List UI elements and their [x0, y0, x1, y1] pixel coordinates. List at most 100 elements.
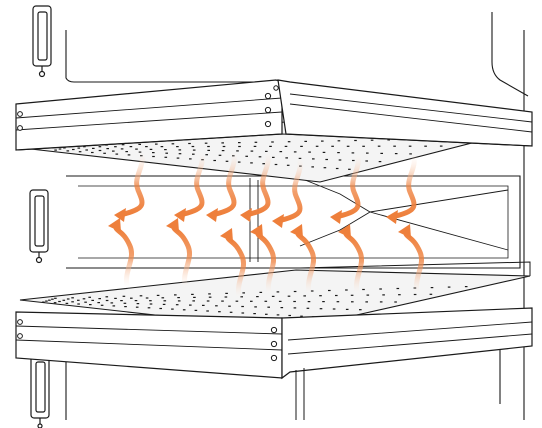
- shelf-perforation: [161, 146, 164, 147]
- shelf-perforation: [260, 292, 263, 293]
- shelf-perforation: [303, 295, 306, 296]
- shelf-perforation: [242, 312, 245, 313]
- shelf-perforation: [397, 288, 400, 289]
- shelf-perforation: [324, 167, 327, 168]
- shelf-perforation: [304, 141, 307, 142]
- shelf-perforation: [150, 149, 153, 150]
- shelf-perforation: [333, 308, 336, 309]
- shelf-perforation: [83, 298, 86, 299]
- shelf-perforation: [77, 300, 80, 301]
- shelf-perforation: [91, 300, 94, 301]
- shelf-perforation: [176, 304, 179, 305]
- shelf-perforation: [242, 292, 245, 293]
- shelf-perforation: [322, 301, 325, 302]
- shelf-perforation: [365, 301, 368, 302]
- shelf-perforation: [238, 146, 241, 147]
- shelf-perforation: [225, 293, 228, 294]
- shelf-perforation: [176, 146, 179, 147]
- shelf-perforation: [88, 297, 91, 298]
- shelf-perforation: [130, 298, 133, 299]
- shelf-perforation: [347, 146, 350, 147]
- shelf-perforation: [365, 160, 368, 161]
- shelf-perforation: [382, 294, 385, 295]
- shelf-perforation: [67, 298, 70, 299]
- shelf-perforation: [103, 153, 106, 154]
- shelf-perforation: [294, 151, 297, 152]
- shelf-perforation: [130, 146, 133, 147]
- shelf-perforation: [378, 146, 381, 147]
- shelf-perforation: [207, 150, 210, 151]
- hinge-top: [33, 6, 51, 77]
- shelf-perforation: [99, 150, 102, 151]
- shelf-perforation: [67, 150, 70, 151]
- shelf-perforation: [465, 286, 468, 287]
- shelf-perforation: [331, 146, 334, 147]
- shelf-perforation: [321, 141, 324, 142]
- shelf-perforation: [345, 289, 348, 290]
- shelf-perforation: [71, 301, 74, 302]
- shelf-perforation: [294, 291, 297, 292]
- shelf-perforation: [140, 295, 143, 296]
- shelf-perforation: [250, 301, 253, 302]
- shelf-perforation: [48, 300, 51, 301]
- shelf-perforation: [288, 296, 291, 297]
- shelf-perforation: [148, 307, 151, 308]
- shelf-perforation: [337, 301, 340, 302]
- shelf-perforation: [89, 304, 92, 305]
- shelf-perforation: [106, 300, 109, 301]
- shelf-perforation: [362, 289, 365, 290]
- shelf-perforation: [440, 146, 443, 147]
- lower-shelf-support-left: [296, 368, 304, 420]
- shelf-perforation: [221, 301, 224, 302]
- shelf-perforation: [91, 152, 94, 153]
- hinge-bottom: [31, 356, 49, 428]
- shelf-perforation: [150, 303, 153, 304]
- shelf-perforation: [128, 154, 131, 155]
- shelf-perforation: [323, 152, 326, 153]
- shelf-perforation: [338, 140, 341, 141]
- shelf-perforation: [116, 154, 119, 155]
- shelf-perforation: [66, 303, 69, 304]
- shelf-perforation: [164, 149, 167, 150]
- shelf-perforation: [251, 151, 254, 152]
- shelf-perforation: [213, 160, 216, 161]
- shelf-perforation: [430, 294, 433, 295]
- shelf-perforation: [124, 303, 127, 304]
- shelf-perforation: [155, 144, 158, 145]
- shelf-perforation: [335, 295, 338, 296]
- shelf-perforation: [79, 151, 82, 152]
- shelf-perforation: [277, 291, 280, 292]
- shelf-perforation: [366, 153, 369, 154]
- shelf-perforation: [311, 166, 314, 167]
- shelf-perforation: [149, 300, 152, 301]
- shelf-perforation: [137, 303, 140, 304]
- shelf-perforation: [346, 309, 349, 310]
- shelf-perforation: [112, 151, 115, 152]
- shelf-perforation: [123, 296, 126, 297]
- shelf-perforation: [277, 314, 280, 315]
- shelf-perforation: [393, 146, 396, 147]
- shelf-perforation: [352, 160, 355, 161]
- shelf-perforation: [380, 301, 383, 302]
- rear-panel-diagonals: [300, 178, 370, 246]
- shelf-perforation: [259, 156, 262, 157]
- shelf-perforation: [267, 307, 270, 308]
- hinge-icon: [30, 6, 51, 428]
- shelf-perforation: [254, 146, 257, 147]
- shelf-perforation: [63, 300, 66, 301]
- shelf-perforation: [189, 158, 192, 159]
- shelf-perforation: [72, 149, 75, 150]
- shelf-perforation: [288, 141, 291, 142]
- shelf-perforation: [272, 157, 275, 158]
- shelf-perforation: [371, 140, 374, 141]
- shelf-perforation: [325, 159, 328, 160]
- lower-rail-right: [282, 308, 532, 378]
- shelf-perforation: [177, 158, 180, 159]
- shelf-perforation: [208, 293, 211, 294]
- shelf-perforation: [189, 305, 192, 306]
- shelf-perforation: [152, 152, 155, 153]
- shelf-perforation: [351, 301, 354, 302]
- shelf-perforation: [285, 146, 288, 147]
- shelf-perforation: [348, 169, 351, 170]
- shelf-perforation: [236, 150, 239, 151]
